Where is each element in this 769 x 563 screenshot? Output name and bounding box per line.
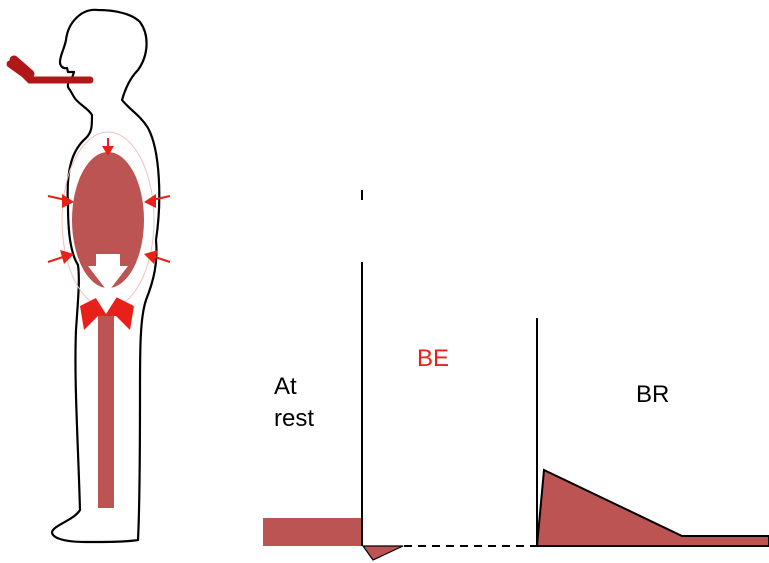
breathing-tube-icon — [10, 60, 90, 80]
flow-graph — [263, 190, 769, 560]
be-label: BE — [417, 343, 449, 375]
airflow-column — [98, 315, 114, 508]
at-rest-bar — [263, 518, 363, 546]
at-rest-label: At rest — [274, 371, 314, 436]
be-flow-dip — [363, 546, 403, 560]
br-label: BR — [636, 379, 669, 411]
br-flow-area — [537, 470, 769, 546]
